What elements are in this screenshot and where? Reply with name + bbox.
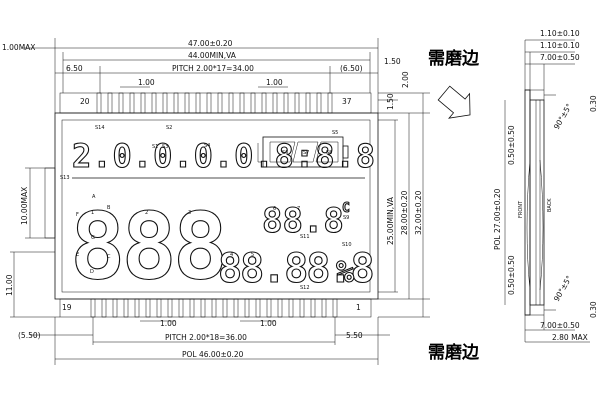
seg-label-s1: S1: [152, 144, 158, 150]
seg-label-5: 5: [251, 252, 254, 258]
seg-label-s5: S5: [332, 130, 338, 136]
side-bottom-label: 需磨边: [428, 342, 480, 363]
pin-label-19: 19: [62, 303, 72, 312]
lower-digits: 88.88.8: [218, 246, 373, 292]
side-profile: [524, 89, 556, 316]
side-dim-7-00-bottom: 7.00±0.50: [540, 321, 580, 330]
seg-label-s12: S12: [300, 285, 310, 291]
side-dim-0-30-top: 0.30: [589, 95, 598, 112]
seg-label-s8: S8: [326, 150, 332, 156]
seg-label-7: 7: [297, 206, 300, 212]
seg-label-f: F: [76, 212, 79, 218]
side-dim-7-00-top: 7.00±0.50: [540, 53, 580, 62]
seg-label-s3: S3: [162, 144, 168, 150]
dim-left-10: 10.00MAX: [20, 187, 29, 225]
dim-height-32: 32.00±0.20: [414, 190, 423, 235]
seg-label-a: A: [92, 194, 96, 200]
dim-overall-width: 47.00±0.20: [188, 39, 233, 48]
seg-label-6: 6: [273, 206, 276, 212]
left-dimensions: [10, 167, 60, 318]
top-dimensions: [22, 38, 379, 113]
seg-label-s9: S9: [343, 215, 349, 221]
side-top-label: 需磨边: [428, 48, 480, 69]
seg-label-d: D: [90, 269, 94, 275]
side-angle-top: 90°±5°: [552, 102, 574, 131]
right-dimensions: [378, 92, 430, 318]
side-front-label: FRONT: [518, 200, 524, 218]
temp-digits: 88.8: [262, 201, 344, 241]
dim-top-right-2-00: 2.00: [401, 71, 410, 88]
dim-top-pin-width-right: 1.00: [266, 78, 283, 87]
left-tab: [44, 167, 56, 239]
top-pin-zone: [59, 92, 372, 114]
dim-right-1-50: 1.50: [386, 93, 395, 110]
side-dim-1-10-a: 1.10±0.10: [540, 29, 580, 38]
seg-label-s2: S2: [166, 125, 172, 131]
dim-bottom-right-5-50: 5.50: [346, 331, 363, 340]
seg-label-3: 3: [188, 210, 191, 216]
dim-top-pitch: PITCH 2.00*17=34.00: [172, 64, 254, 73]
dim-top-pin-width-left: 1.00: [138, 78, 155, 87]
seg-label-2: 2: [145, 210, 148, 216]
bottom-dimensions: [30, 317, 390, 365]
dim-right-offset: (6.50): [340, 64, 363, 73]
side-dim-0-50-top: 0.50±0.50: [507, 125, 516, 165]
dim-left-11: 11.00: [5, 274, 14, 296]
side-dim-1-10-b: 1.10±0.10: [540, 41, 580, 50]
dim-va-width: 44.00MIN,VA: [188, 51, 237, 60]
seg-label-s7: S7: [303, 150, 309, 156]
seg-label-s13: S13: [60, 175, 70, 181]
side-dim-lines: [504, 39, 590, 343]
seg-label-e: E: [76, 252, 79, 258]
pin-label-1: 1: [356, 303, 361, 312]
dim-pol-width: POL 46.00±0.20: [182, 350, 244, 359]
edge-arrow-icon: [437, 85, 471, 119]
view-area-outline: [61, 119, 371, 293]
seg-label-s11: S11: [300, 234, 310, 240]
pin-label-37: 37: [342, 97, 352, 106]
seg-label-s10: S10: [342, 242, 352, 248]
percent-symbol: %: [336, 255, 354, 290]
dim-bottom-pin-width-left: 1.00: [160, 319, 177, 328]
pin-label-20: 20: [80, 97, 90, 106]
dim-bottom-pitch: PITCH 2.00*18=36.00: [165, 333, 247, 342]
clock-digits: 2.0.0.0.0.8:8.8: [72, 137, 376, 175]
dim-bottom-left-5-50: (5.50): [18, 331, 41, 340]
bottom-pin-zone: [59, 298, 372, 318]
side-angle-bottom: 90°±5°: [552, 274, 574, 303]
dim-bottom-pin-width-right: 1.00: [260, 319, 277, 328]
side-dim-2-80: 2.80 MAX: [552, 333, 588, 342]
seg-label-s6: S6: [282, 150, 288, 156]
seg-label-g: G: [91, 235, 95, 241]
dim-top-thickness: 1.00MAX: [2, 43, 35, 52]
seg-label-1: 1: [91, 210, 94, 216]
top-pins: [96, 92, 333, 114]
dim-top-right-1-50: 1.50: [384, 57, 401, 66]
seg-label-s14: S14: [95, 125, 105, 131]
bottom-pins: [90, 298, 338, 318]
battery-icon: [257, 136, 349, 168]
dim-height-28: 28.00±0.20: [400, 190, 409, 235]
dim-left-offset: 6.50: [66, 64, 83, 73]
side-pol-27: POL 27.00±0.20: [493, 188, 502, 250]
dim-va-height: 25.00MIN,VA: [386, 196, 395, 245]
side-dim-0-50-bottom: 0.50±0.50: [507, 255, 516, 295]
seg-label-4: 4: [230, 252, 233, 258]
seg-label-b: B: [107, 205, 111, 211]
celsius-symbol: C: [342, 201, 350, 216]
seg-label-c: C: [107, 254, 111, 260]
big-digits: 888: [70, 193, 224, 300]
seg-label-s4: S4: [204, 143, 210, 149]
side-back-label: BACK: [547, 198, 553, 212]
side-dim-0-30-bottom: 0.30: [589, 301, 598, 318]
